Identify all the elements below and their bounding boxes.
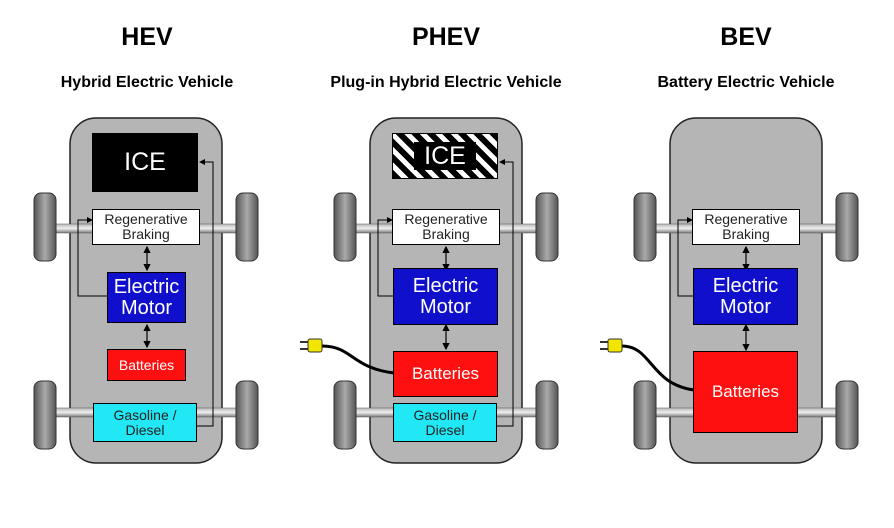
hev-subtitle: Hybrid Electric Vehicle: [60, 74, 234, 91]
phev-wheel: [333, 380, 357, 450]
hev-motor-block: Electric Motor: [107, 272, 186, 323]
phev-fuel-block: Gasoline / Diesel: [393, 403, 497, 442]
bev-regen-label: Regenerative Braking: [704, 211, 788, 242]
phev-regen-block: Regenerative Braking: [392, 209, 500, 245]
phev-ice-label: ICE: [414, 141, 476, 171]
phev-connector: [497, 159, 514, 427]
phev-motor-block: Electric Motor: [393, 268, 498, 325]
phev-connector: [377, 217, 393, 297]
phev-wheel: [535, 192, 559, 262]
hev-wheel: [235, 380, 259, 450]
bev-batteries-label: Batteries: [711, 382, 780, 402]
hev-batteries-block: Batteries: [107, 349, 186, 381]
bev-batteries-block: Batteries: [693, 351, 798, 433]
hev-connector: [77, 217, 107, 297]
hev-wheel: [235, 192, 259, 262]
hev-regen-label: Regenerative Braking: [104, 211, 188, 242]
hev-ice-label: ICE: [124, 148, 166, 177]
bev-title: BEV: [720, 23, 772, 51]
hev-motor-label: Electric Motor: [113, 275, 180, 319]
phev-subtitle: Plug-in Hybrid Electric Vehicle: [330, 74, 562, 91]
phev-wheel: [535, 380, 559, 450]
phev-plug-cable: [321, 344, 395, 375]
bev-motor-label: Electric Motor: [712, 274, 779, 318]
bev-connector: [677, 217, 693, 297]
phev-ice-block: ICE: [392, 133, 498, 179]
phev-batteries-label: Batteries: [411, 364, 480, 384]
phev-plug-icon: [300, 338, 323, 353]
bev-wheel: [633, 192, 657, 262]
phev-regen-label: Regenerative Braking: [404, 211, 488, 242]
hev-regen-block: Regenerative Braking: [92, 209, 200, 245]
hev-fuel-label: Gasoline / Diesel: [113, 406, 177, 438]
phev-batteries-block: Batteries: [393, 351, 498, 397]
bev-motor-block: Electric Motor: [693, 268, 798, 325]
hev-title: HEV: [121, 23, 173, 51]
phev-title: PHEV: [411, 23, 481, 51]
bev-plug-cable: [621, 344, 695, 392]
hev-fuel-block: Gasoline / Diesel: [93, 403, 197, 442]
hev-wheel: [33, 380, 57, 450]
bev-subtitle: Battery Electric Vehicle: [657, 74, 835, 91]
bev-wheel: [835, 380, 859, 450]
phev-wheel: [333, 192, 357, 262]
phev-motor-label: Electric Motor: [412, 274, 479, 318]
bev-plug-icon: [600, 338, 623, 353]
bev-wheel: [633, 380, 657, 450]
hev-batteries-label: Batteries: [118, 356, 175, 373]
hev-wheel: [33, 192, 57, 262]
bev-wheel: [835, 192, 859, 262]
phev-fuel-label: Gasoline / Diesel: [413, 406, 477, 438]
hev-ice-block: ICE: [92, 133, 198, 192]
bev-regen-block: Regenerative Braking: [692, 209, 800, 245]
hev-connector: [197, 159, 214, 427]
